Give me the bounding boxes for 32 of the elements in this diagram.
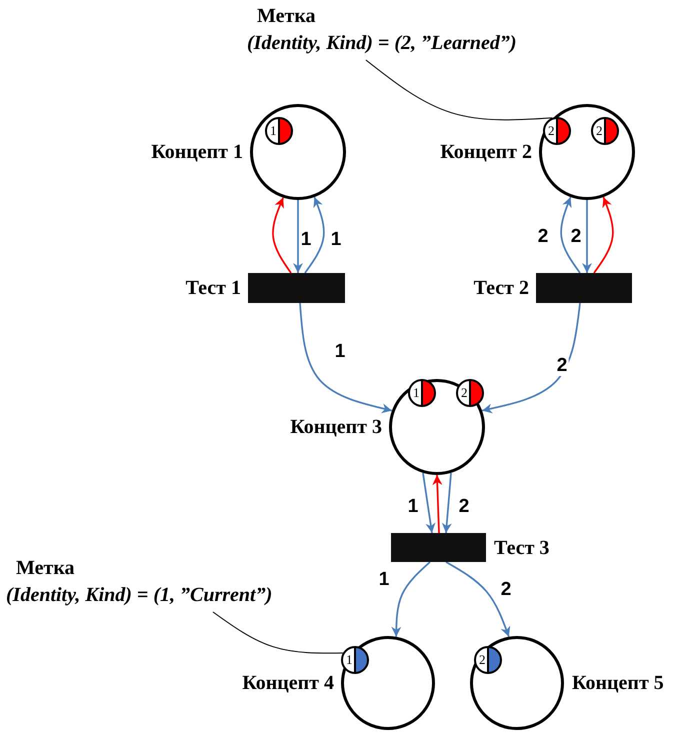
arrow — [272, 197, 292, 274]
arrow — [293, 200, 303, 273]
arrow — [304, 196, 325, 274]
place-label: Концепт 1 — [151, 141, 243, 163]
callout-text: (Identity, Kind) = (1, ”Current”) — [6, 583, 272, 607]
arrow — [593, 196, 614, 274]
place-label: Концепт 4 — [242, 672, 334, 694]
arrow — [422, 472, 436, 534]
arrow — [299, 302, 392, 414]
arrow — [446, 561, 510, 637]
transition-bar — [248, 273, 345, 303]
arrow — [432, 474, 442, 534]
place-label: Концепт 2 — [440, 141, 532, 163]
leader-line — [365, 60, 553, 120]
callout-title: Метка — [257, 4, 316, 28]
token-marker: 2 — [456, 379, 484, 407]
leader-line — [212, 612, 344, 654]
place-label: Концепт 5 — [572, 672, 664, 694]
transition-label: Тест 1 — [186, 277, 241, 299]
transition-label: Тест 2 — [474, 277, 529, 299]
arrow — [560, 196, 581, 274]
arrow — [391, 561, 431, 637]
arrow — [482, 302, 581, 414]
arrow — [442, 472, 452, 534]
callout-text: (Identity, Kind) = (2, ”Learned”) — [247, 31, 517, 55]
transition-bar — [391, 533, 486, 562]
transition-label: Тест 3 — [494, 536, 550, 558]
place-label: Концепт 3 — [290, 416, 382, 438]
arrow — [582, 200, 592, 273]
transition-bar — [536, 273, 632, 303]
edge-label: 2 — [556, 356, 568, 376]
callout-title: Метка — [16, 556, 75, 580]
